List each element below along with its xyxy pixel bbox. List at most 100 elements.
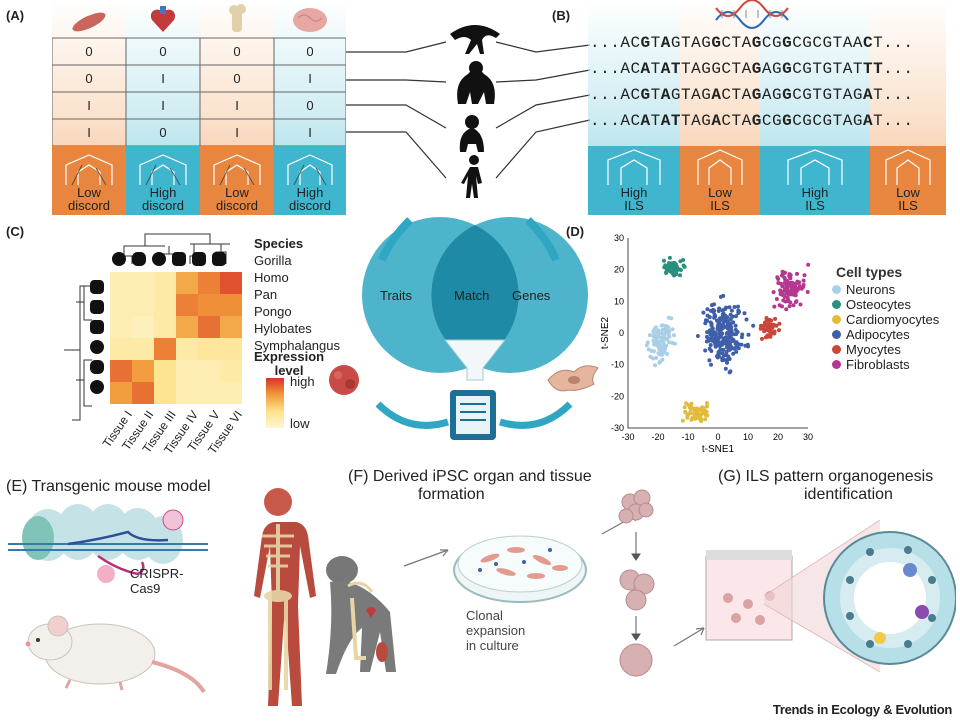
tsne-point <box>721 311 726 316</box>
species-connectors <box>346 41 590 179</box>
value-cell: I <box>308 125 312 140</box>
tsne-point <box>805 290 810 294</box>
heatmap-cell <box>220 294 242 316</box>
value-cell: 0 <box>233 71 241 86</box>
heatmap-cell <box>132 382 154 404</box>
x-tick-label: -30 <box>621 432 634 442</box>
tsne-point <box>801 278 806 283</box>
tsne-point <box>709 362 713 367</box>
petri-dish-icon <box>453 535 587 603</box>
tsne-point <box>649 348 654 353</box>
x-tick-label: 20 <box>773 432 783 442</box>
tsne-point <box>660 357 665 362</box>
tsne-point <box>731 338 736 342</box>
heatmap-cell <box>176 272 198 294</box>
tsne-point <box>717 321 722 326</box>
tsne-point <box>792 287 797 292</box>
tsne-point <box>777 321 782 326</box>
tsne-point <box>780 284 785 289</box>
tsne-point <box>672 333 676 338</box>
heatmap-cell <box>198 316 220 338</box>
heatmap-cell <box>198 338 220 360</box>
heatmap-cell <box>154 382 176 404</box>
species-icons-row <box>112 252 242 272</box>
tsne-point <box>703 318 708 323</box>
human-icon <box>90 360 104 374</box>
orangutan-icon <box>172 252 186 266</box>
heatmap-cell <box>132 294 154 316</box>
tsne-point <box>774 297 779 301</box>
tsne-point <box>763 323 768 328</box>
heart-icon <box>150 6 176 32</box>
tsne-point <box>806 262 811 267</box>
sequence-row: ...ACGTAGTAGGCTAGCGGCGCGTAACT... <box>590 34 914 52</box>
tsne-point <box>703 321 708 326</box>
chimpanzee-icon <box>90 340 104 354</box>
tsne-point <box>744 317 749 322</box>
heatmap-cell <box>132 272 154 294</box>
tsne-point <box>773 316 778 321</box>
tsne-point <box>760 336 764 341</box>
tsne-point <box>728 369 733 374</box>
species-name: Gorilla <box>254 253 292 268</box>
tsne-point <box>664 270 669 274</box>
tsne-point <box>682 405 687 410</box>
tsne-point <box>652 334 657 338</box>
x-tick-label: 30 <box>803 432 813 442</box>
heatmap-cell <box>132 316 154 338</box>
tsne-point <box>725 360 729 365</box>
tsne-point <box>788 280 793 285</box>
tsne-point <box>721 340 726 345</box>
tsne-point <box>764 316 769 320</box>
tsne-point <box>720 331 725 336</box>
tsne-point <box>733 345 738 350</box>
species-name: Pongo <box>254 304 292 319</box>
funnel-icon <box>443 339 507 381</box>
crispr-label: CRISPR-Cas9 <box>130 566 184 596</box>
tsne-point <box>721 347 726 352</box>
organoid-progression <box>618 489 655 677</box>
x-tick-label: -20 <box>651 432 664 442</box>
panel-a-values: 0 0 0 0 0 I 0 I I I I 0 I 0 I I <box>52 38 346 146</box>
tsne-point <box>695 334 700 338</box>
gorilla-icon <box>112 252 126 266</box>
tsne-point <box>717 335 722 340</box>
human-anatomy-icon <box>254 488 316 706</box>
siamang-icon <box>90 300 104 314</box>
tsne-point <box>665 352 670 356</box>
tsne-point <box>732 305 737 309</box>
tsne-point <box>683 409 688 414</box>
tsne-point <box>713 343 718 348</box>
heatmap-cell <box>154 294 176 316</box>
heatmap-cell <box>154 360 176 382</box>
heatmap-cell <box>110 294 132 316</box>
tsne-point <box>673 267 678 272</box>
tsne-point <box>790 292 795 297</box>
tsne-point <box>662 258 666 263</box>
x-tick-label: -10 <box>681 432 694 442</box>
heatmap-cell <box>176 382 198 404</box>
human-icon <box>461 155 482 198</box>
tsne-point <box>657 360 662 365</box>
tsne-point <box>667 255 672 260</box>
tsne-point <box>729 329 734 334</box>
heatmap-cell <box>198 272 220 294</box>
tsne-point <box>713 331 718 336</box>
tsne-point <box>654 355 659 360</box>
y-axis-label: t-SNE2 <box>600 316 611 349</box>
legend-swatch <box>832 300 841 309</box>
panel-e-title: (E) Transgenic mouse model <box>6 478 211 495</box>
tsne-point <box>709 321 714 326</box>
heatmap-cell <box>154 316 176 338</box>
tsne-point <box>704 339 709 344</box>
colorbar-low-label: low <box>290 416 310 431</box>
tsne-point <box>717 306 722 311</box>
tsne-point <box>793 284 798 289</box>
tsne-point <box>705 330 710 335</box>
tsne-point <box>652 327 657 331</box>
